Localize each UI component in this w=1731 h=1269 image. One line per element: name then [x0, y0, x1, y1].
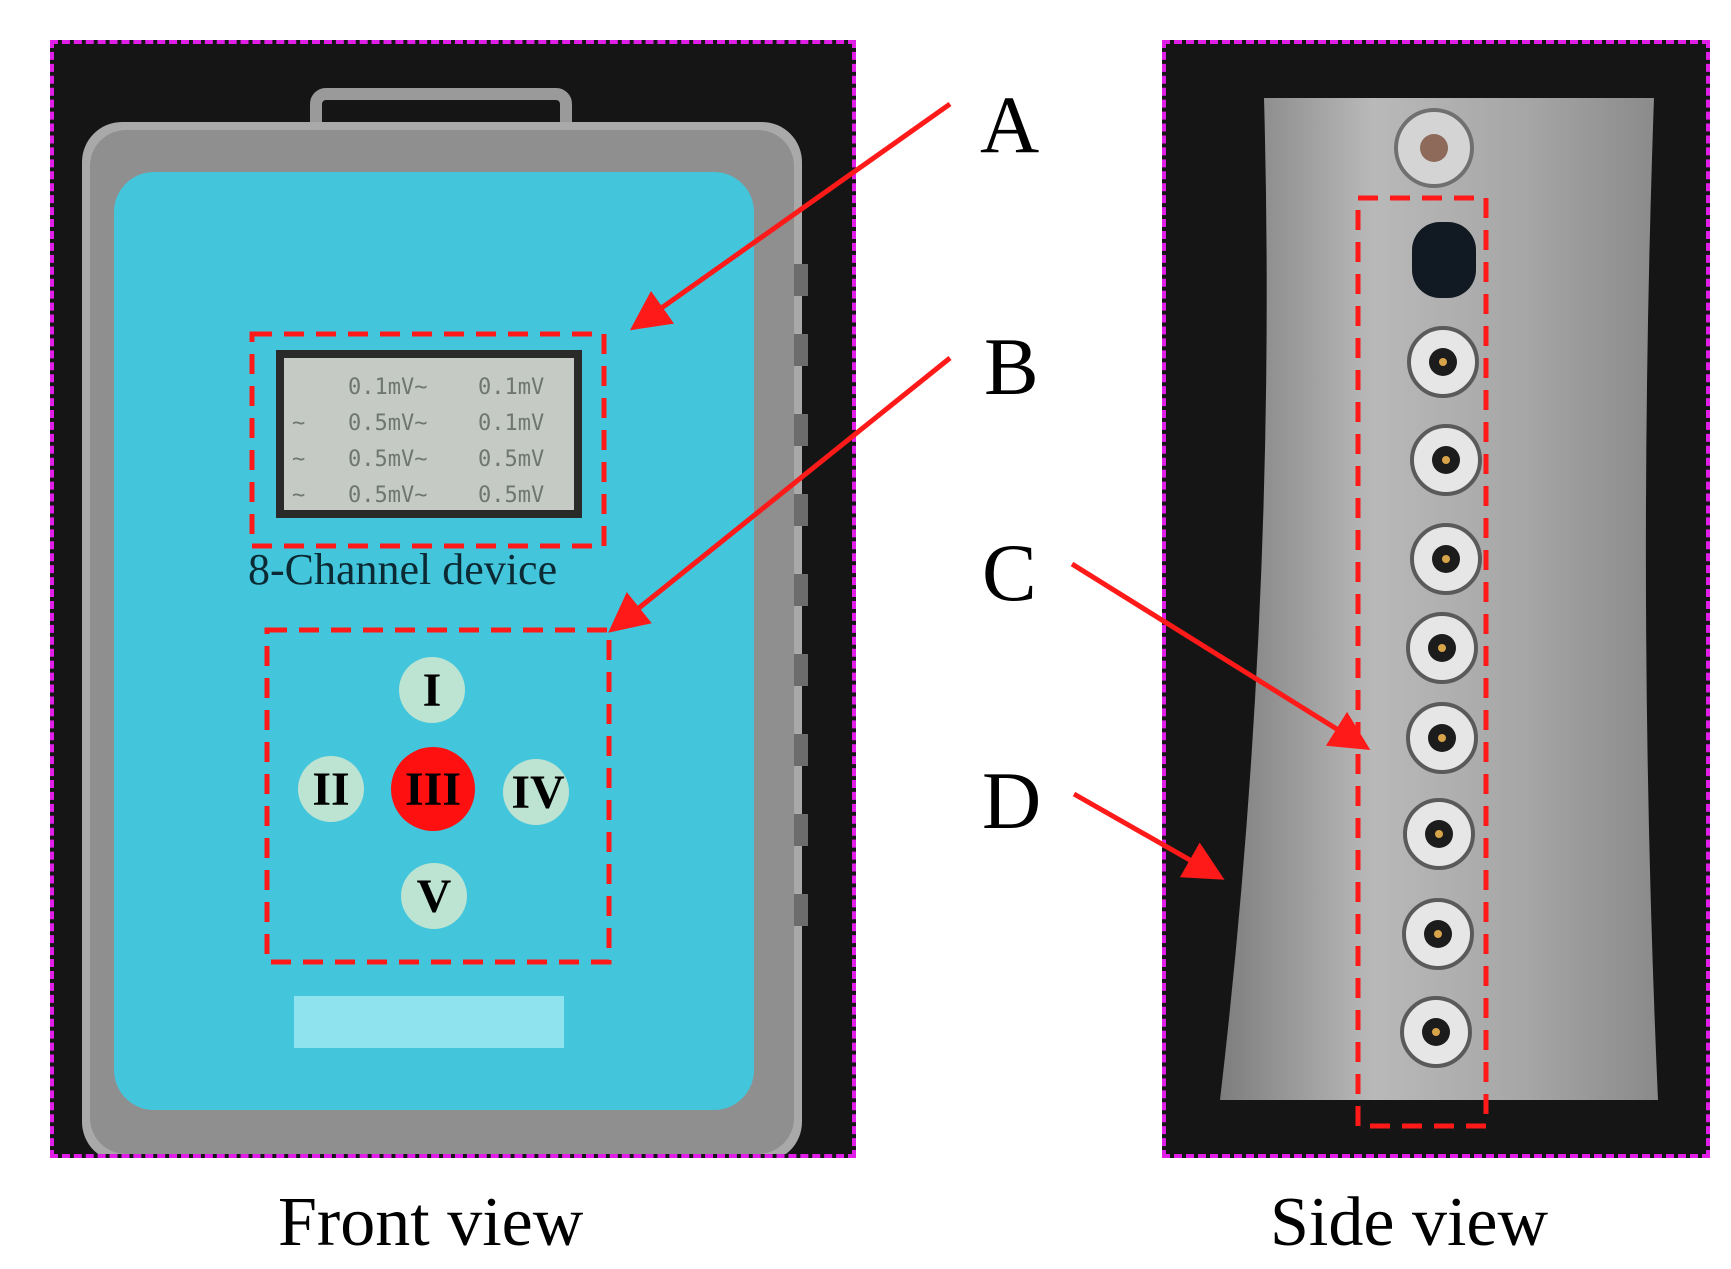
- front-view-caption: Front view: [278, 1184, 584, 1261]
- lcd-readout: 0.1mV~ 0.1mV ~ 0.5mV~ 0.1mV ~ 0.5mV~ 0.5…: [292, 375, 544, 508]
- highlight-box-connectors: [1355, 195, 1489, 1129]
- button-right-label: IV: [511, 766, 565, 819]
- side-connectors: [794, 264, 808, 926]
- button-up-label: I: [423, 664, 442, 717]
- lcd-row4-c2: 0.5mV~: [348, 483, 427, 508]
- connector-5: [1406, 702, 1478, 774]
- lcd-row4-c1: ~: [292, 483, 305, 508]
- button-down: [401, 863, 467, 929]
- side-view-caption: Side view: [1270, 1184, 1549, 1261]
- arrow-a: [629, 101, 952, 331]
- signal-connectors: [1400, 326, 1482, 1068]
- lcd-row4-c3: 0.5mV: [478, 483, 544, 508]
- arrow-d: [1072, 791, 1225, 880]
- button-center-label: III: [405, 763, 461, 816]
- highlight-box-keypad: [264, 627, 612, 965]
- button-center: [391, 747, 475, 831]
- callout-label-d: D: [982, 755, 1042, 846]
- button-right: [503, 759, 569, 825]
- button-up: [399, 657, 465, 723]
- arrow-c: [1070, 561, 1371, 750]
- lcd-row2-c2: 0.5mV~: [348, 411, 427, 436]
- front-view-illustration: 0.1mV~ 0.1mV ~ 0.5mV~ 0.1mV ~ 0.5mV~ 0.5…: [82, 88, 808, 1154]
- connector-4: [1406, 612, 1478, 684]
- lcd-row3-c3: 0.5mV: [478, 447, 544, 472]
- front-view-photo: 0.1mV~ 0.1mV ~ 0.5mV~ 0.1mV ~ 0.5mV~ 0.5…: [50, 40, 856, 1158]
- lcd-screen: [284, 358, 574, 510]
- lcd-row2-c1: ~: [292, 411, 305, 436]
- button-left-label: II: [312, 763, 349, 816]
- lcd-row1-c3: 0.1mV: [478, 375, 544, 400]
- connector-7: [1402, 898, 1474, 970]
- device-blank-label: [294, 996, 564, 1048]
- connector-cap: [1412, 222, 1476, 298]
- connector-8: [1400, 996, 1472, 1068]
- callout-label-a: A: [980, 79, 1040, 170]
- callout-label-c: C: [982, 527, 1037, 618]
- lcd-row3-c2: 0.5mV~: [348, 447, 427, 472]
- lcd-row2-c3: 0.1mV: [478, 411, 544, 436]
- keypad: I II III IV V: [298, 657, 569, 929]
- lcd-row1-c2: 0.1mV~: [348, 375, 427, 400]
- side-view-illustration: [1220, 98, 1658, 1129]
- power-connector-pin: [1420, 134, 1448, 162]
- callout-label-b: B: [984, 321, 1039, 412]
- side-view-photo: [1162, 40, 1710, 1158]
- button-left: [298, 756, 364, 822]
- highlight-box-display: [249, 331, 607, 549]
- arrow-b: [608, 356, 952, 633]
- connector-1: [1407, 326, 1479, 398]
- button-down-label: V: [417, 870, 452, 923]
- lcd-row3-c1: ~: [292, 447, 305, 472]
- connector-2: [1410, 424, 1482, 496]
- device-face: [114, 172, 754, 1110]
- steel-side-plate: [1220, 98, 1658, 1100]
- device-label: 8-Channel device: [248, 545, 558, 594]
- connector-3: [1410, 523, 1482, 595]
- connector-6: [1403, 798, 1475, 870]
